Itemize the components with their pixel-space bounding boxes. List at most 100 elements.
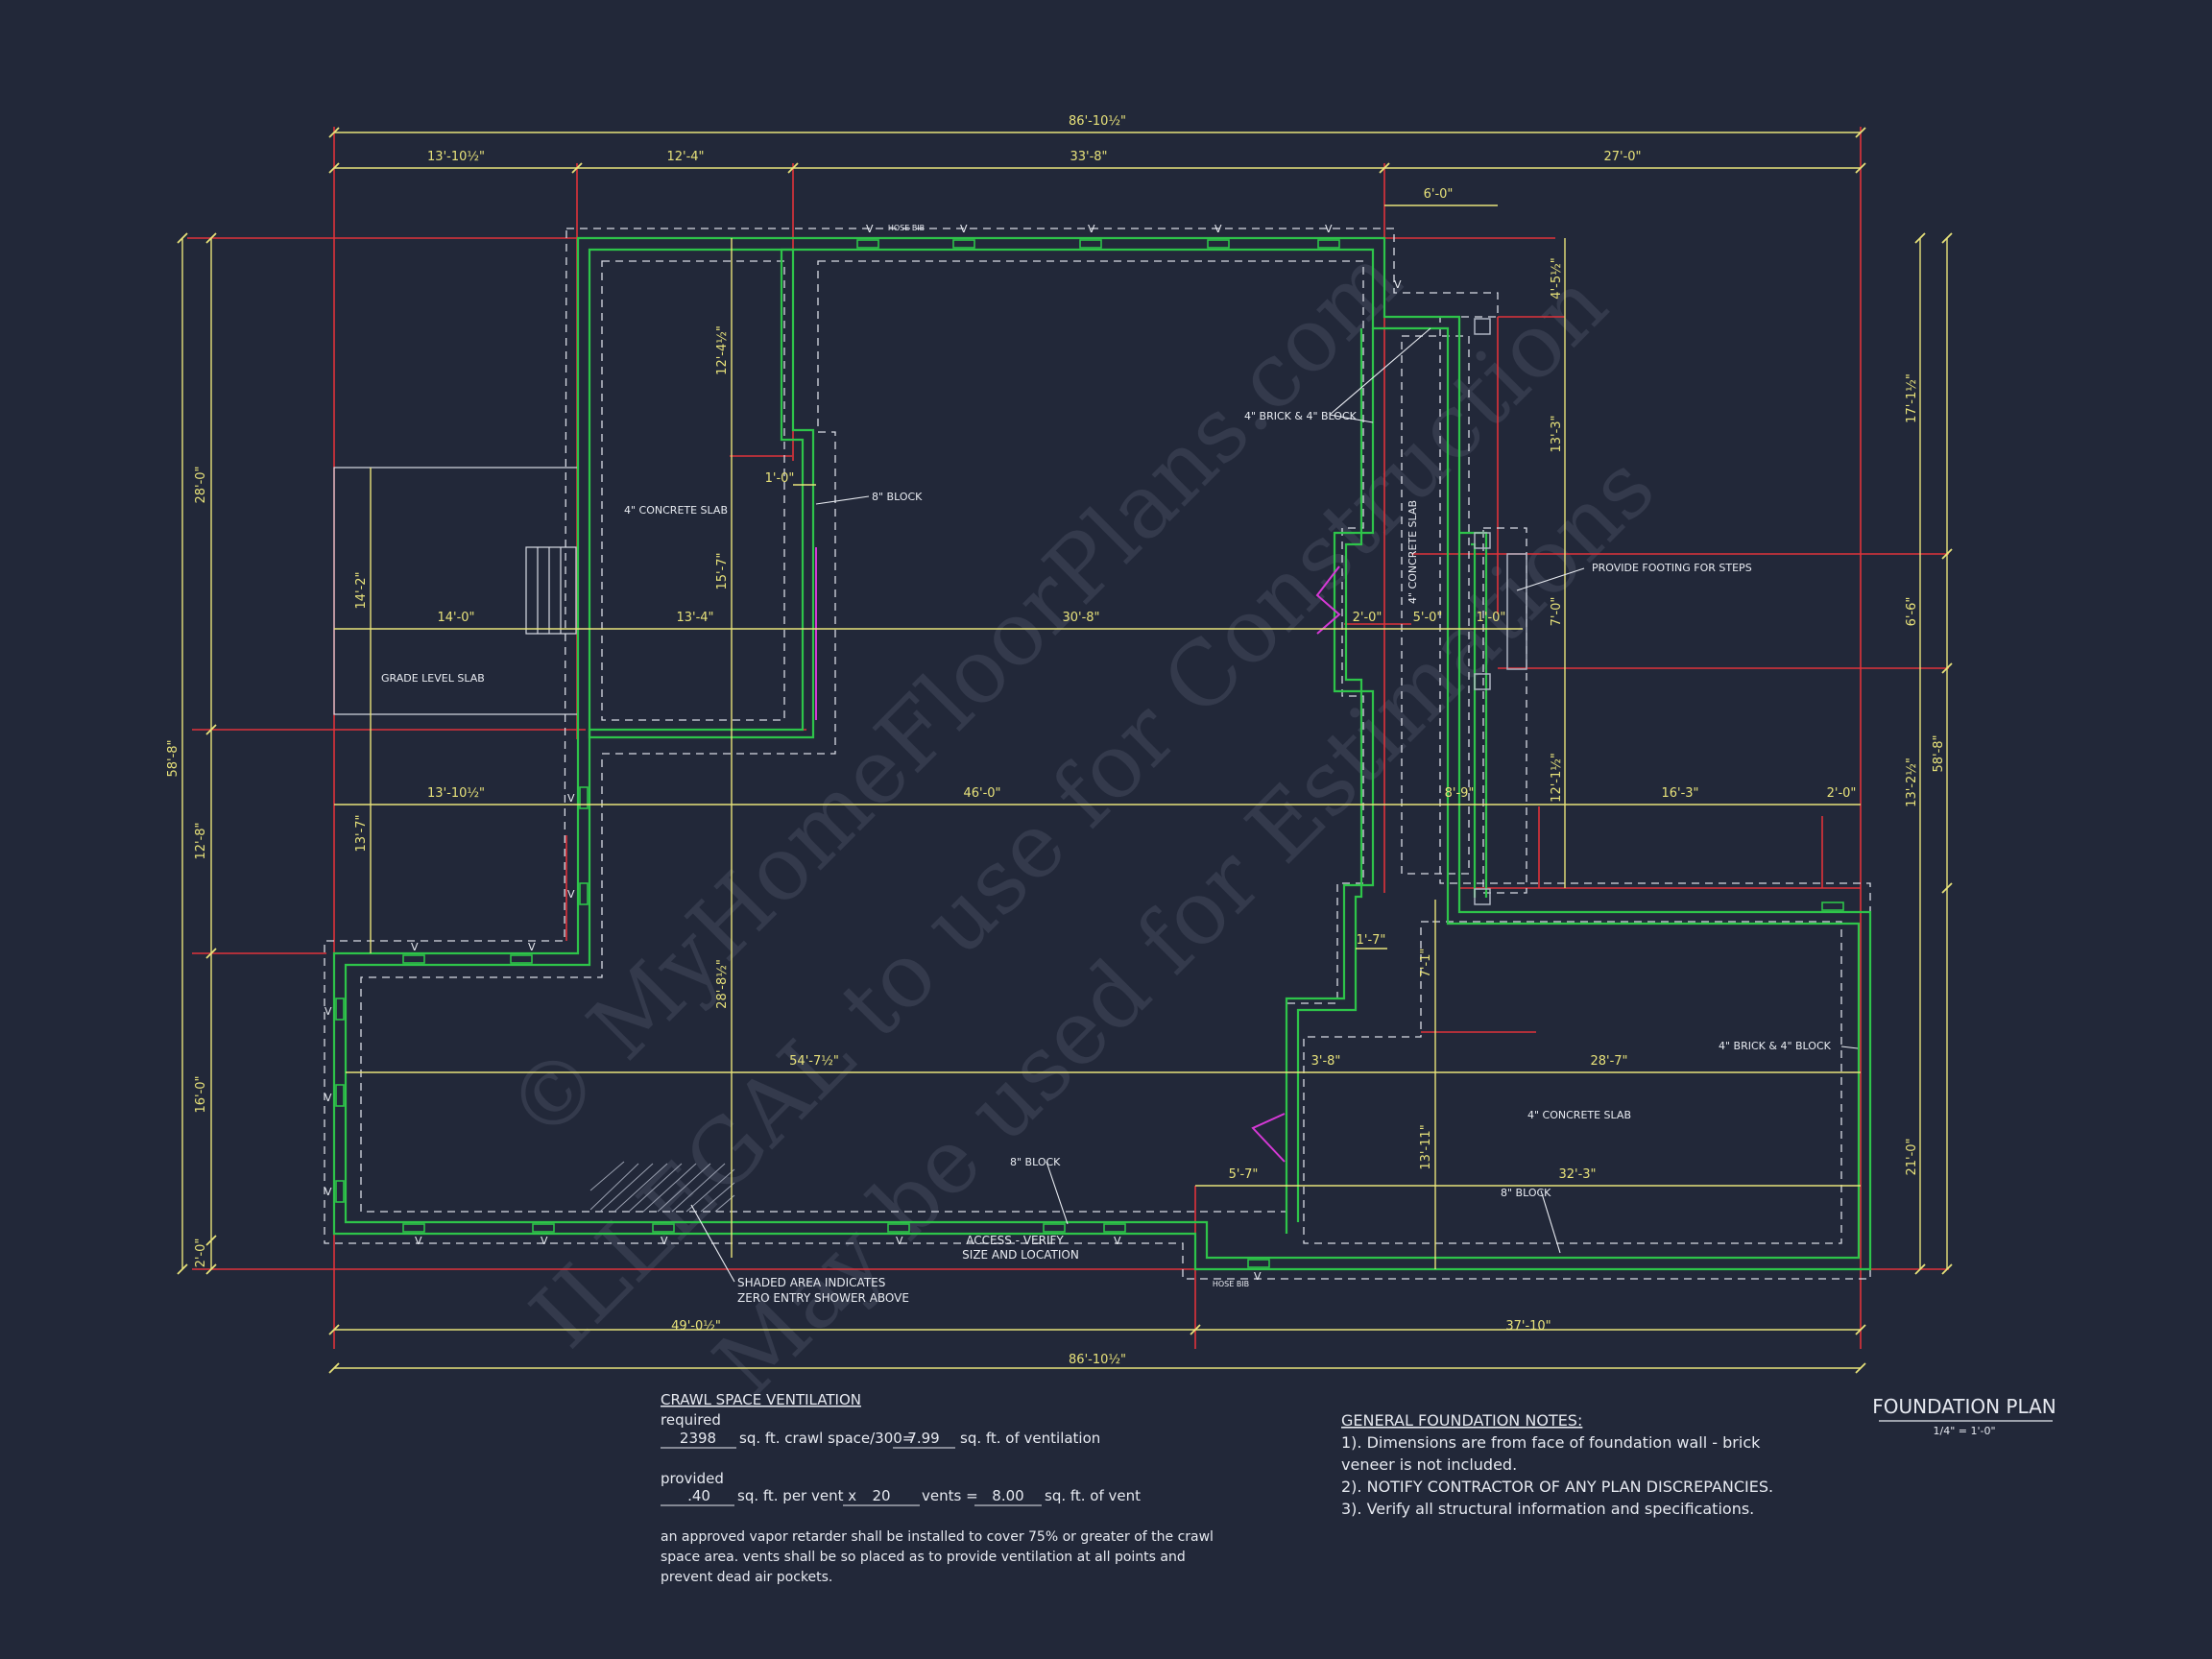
dim-right-inner-1: 4'-5½" — [1550, 257, 1564, 299]
label-access-1: ACCESS - VERIFY — [966, 1234, 1064, 1247]
ventilation-note-2: space area. vents shall be so placed as … — [661, 1550, 1186, 1565]
dim-small-2: 1'-7" — [1357, 933, 1386, 948]
ventilation-line1-mid: sq. ft. crawl space/300= — [739, 1430, 914, 1447]
dim-right-2: 6'-6" — [1905, 597, 1919, 627]
vent-mark: V — [325, 1092, 332, 1104]
dim-top-3: 33'-8" — [1070, 150, 1107, 164]
ventilation-required-value: 7.99 — [907, 1430, 939, 1447]
note-1b: veneer is not included. — [1341, 1455, 1517, 1474]
annotation-labels: 4" CONCRETE SLAB 4" CONCRETE SLAB 4" CON… — [381, 224, 1832, 1305]
vent-mark: V — [866, 223, 874, 235]
dim-right-3: 13'-2½" — [1905, 757, 1919, 807]
dimension-lines — [181, 132, 1948, 1369]
vent-mark: V — [567, 792, 575, 805]
dimension-labels: 86'-10½" 13'-10½" 12'-4" 33'-8" 27'-0" 6… — [166, 114, 1946, 1367]
label-concrete-slab-left: 4" CONCRETE SLAB — [624, 504, 728, 517]
vent-mark: V — [325, 1005, 332, 1018]
plan-scale: 1/4" = 1'-0" — [1933, 1425, 1995, 1437]
ventilation-required-label: required — [661, 1411, 721, 1429]
dim-mid-row-4: 2'-0" — [1353, 611, 1382, 625]
label-concrete-slab-right: 4" CONCRETE SLAB — [1527, 1109, 1631, 1121]
dim-top-2: 12'-4" — [666, 150, 704, 164]
vent-mark: V — [567, 888, 575, 901]
dim-right-overall: 58'-8" — [1932, 734, 1946, 772]
label-concrete-slab-vertical: 4" CONCRETE SLAB — [1407, 500, 1419, 604]
vent-mark: V — [960, 223, 968, 235]
dim-vert-2: 15'-7" — [715, 552, 730, 589]
dim-vert-3: 28'-8½" — [715, 959, 730, 1009]
dim-left-porch: 14'-2" — [354, 571, 369, 609]
dim-row3-2: 3'-8" — [1311, 1054, 1341, 1069]
vent-mark: V — [528, 941, 536, 953]
vent-mark: V — [896, 1235, 903, 1247]
label-8-block-3: 8" BLOCK — [1501, 1187, 1551, 1199]
label-grade-level-slab: GRADE LEVEL SLAB — [381, 672, 485, 685]
dim-row3-3: 28'-7" — [1590, 1054, 1627, 1069]
vent-mark: V — [1254, 1270, 1262, 1283]
dim-left-lower: 13'-7" — [354, 814, 369, 852]
label-shaded-1: SHADED AREA INDICATES — [737, 1276, 885, 1289]
dimension-ticks — [177, 127, 1953, 1374]
foundation-vents — [335, 239, 1844, 1268]
dim-bottom-2: 37'-10" — [1505, 1319, 1551, 1334]
plan-title: FOUNDATION PLAN — [1872, 1395, 2056, 1418]
dim-mid-row-5: 5'-0" — [1413, 611, 1443, 625]
note-1a: 1). Dimensions are from face of foundati… — [1341, 1433, 1761, 1452]
ventilation-per-vent: .40 — [687, 1487, 710, 1504]
dim-vert-4: 7'-1" — [1419, 949, 1433, 978]
label-hose-bib-top: HOSE BIB — [888, 224, 925, 232]
piers — [1474, 318, 1527, 905]
label-access-2: SIZE AND LOCATION — [962, 1248, 1079, 1262]
notes-title: GENERAL FOUNDATION NOTES: — [1341, 1411, 1582, 1430]
dim-row2-3: 8'-9" — [1445, 786, 1475, 801]
dim-top-stoop: 6'-0" — [1424, 187, 1454, 202]
leader-lines — [690, 327, 1859, 1283]
ventilation-line1-end: sq. ft. of ventilation — [960, 1430, 1100, 1447]
dim-bottom-1: 49'-0½" — [671, 1319, 721, 1334]
vent-markers: V V V V V V V V V V V V V V V V V V V — [325, 223, 1402, 1283]
vent-mark: V — [1214, 223, 1222, 235]
dim-mid-row-3: 30'-8" — [1062, 611, 1099, 625]
dim-row2-5: 2'-0" — [1827, 786, 1857, 801]
footing-dashed-lines — [324, 228, 1871, 1280]
dim-right-inner-2: 13'-3" — [1550, 415, 1564, 452]
ventilation-area: 2398 — [680, 1430, 716, 1447]
dim-small-1: 1'-0" — [765, 471, 795, 486]
dim-row2-4: 16'-3" — [1661, 786, 1698, 801]
ventilation-line2-c: sq. ft. of vent — [1045, 1487, 1141, 1504]
label-brick-block-1: 4" BRICK & 4" BLOCK — [1244, 410, 1358, 422]
dim-bottom-overall: 86'-10½" — [1069, 1353, 1126, 1367]
label-8-block-2: 8" BLOCK — [1010, 1156, 1061, 1168]
door-swings — [815, 547, 1341, 1163]
dim-right-1: 17'-1½" — [1905, 373, 1919, 423]
ventilation-title: CRAWL SPACE VENTILATION — [661, 1391, 861, 1408]
vent-mark: V — [1114, 1235, 1121, 1247]
label-hose-bib-bottom: HOSE BIB — [1213, 1280, 1249, 1288]
ventilation-provided-value: 8.00 — [992, 1487, 1023, 1504]
dim-left-1: 28'-0" — [194, 466, 208, 503]
ventilation-vent-count: 20 — [872, 1487, 890, 1504]
vent-mark: V — [541, 1235, 548, 1247]
dim-row2-2: 46'-0" — [963, 786, 1000, 801]
ventilation-line2-a: sq. ft. per vent x — [737, 1487, 856, 1504]
label-footing-steps: PROVIDE FOOTING FOR STEPS — [1592, 562, 1752, 574]
dim-top-4: 27'-0" — [1603, 150, 1641, 164]
title-block: FOUNDATION PLAN 1/4" = 1'-0" — [1872, 1395, 2056, 1437]
label-brick-block-2: 4" BRICK & 4" BLOCK — [1719, 1040, 1832, 1052]
dim-left-4: 2'-0" — [194, 1238, 208, 1268]
dim-vert-5: 13'-11" — [1419, 1124, 1433, 1169]
dim-right-4: 21'-0" — [1905, 1138, 1919, 1175]
vent-mark: V — [1394, 278, 1402, 291]
dim-vert-1: 12'-4½" — [715, 325, 730, 375]
general-foundation-notes: GENERAL FOUNDATION NOTES: 1). Dimensions… — [1341, 1411, 1773, 1518]
label-shaded-2: ZERO ENTRY SHOWER ABOVE — [737, 1291, 909, 1305]
vent-mark: V — [1325, 223, 1333, 235]
vent-mark: V — [661, 1235, 668, 1247]
vent-mark: V — [325, 1186, 332, 1198]
ventilation-provided-label: provided — [661, 1470, 724, 1487]
dim-top-overall: 86'-10½" — [1069, 114, 1126, 129]
dim-row4-2: 32'-3" — [1558, 1167, 1596, 1182]
vent-mark: V — [411, 941, 419, 953]
dim-top-1: 13'-10½" — [427, 150, 485, 164]
